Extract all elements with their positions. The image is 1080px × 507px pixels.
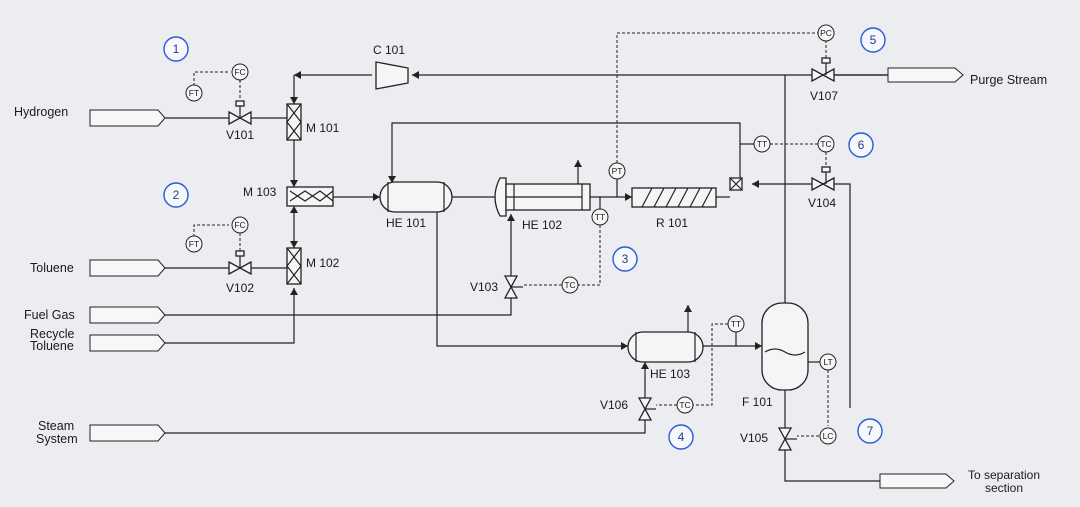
ft-tag-1: FT [189, 88, 199, 98]
valve-v103 [503, 275, 523, 299]
v106-label: V106 [600, 398, 628, 412]
lc-tag: LC [823, 431, 834, 441]
labels: Hydrogen Toluene Fuel Gas Recycle Toluen… [14, 43, 1047, 495]
purge-stream-box [887, 67, 964, 83]
mixer-m101 [286, 103, 302, 141]
flow-controller-2 [231, 216, 249, 234]
toluene-stream-box [89, 259, 166, 277]
tt-tag-4: TT [731, 319, 741, 329]
reactor-r101 [631, 187, 717, 208]
fuel-gas-stream-box [89, 306, 166, 324]
loop-number-7: 7 [867, 424, 874, 438]
flow-transmitter-2 [185, 235, 203, 253]
v105-label: V105 [740, 431, 768, 445]
tt-tag-3: TT [595, 212, 605, 222]
loop-marker-1 [163, 36, 189, 62]
reactor-label: R 101 [656, 216, 688, 230]
loop-marker-7 [857, 418, 883, 444]
fuel-gas-label: Fuel Gas [24, 308, 75, 322]
recycle-label: Recycle [30, 327, 75, 341]
pressure-controller [817, 24, 835, 42]
stream-boxes [89, 67, 964, 489]
v107-label: V107 [810, 89, 838, 103]
lt-tag: LT [823, 357, 832, 367]
mixer-m102-label: M 102 [306, 256, 340, 270]
compressor-c101 [375, 61, 409, 90]
tt-tag-6: TT [757, 139, 767, 149]
heat-exchanger-he101 [379, 181, 453, 213]
tc-tag-6: TC [820, 139, 831, 149]
steam-label: Steam [38, 419, 74, 433]
purge-stream-label: Purge Stream [970, 73, 1047, 87]
v102-label: V102 [226, 281, 254, 295]
loop-number-5: 5 [870, 33, 877, 47]
temperature-controller-6 [817, 135, 835, 153]
valve-v104 [811, 166, 835, 192]
compressor-label: C 101 [373, 43, 405, 57]
mixer-m103-label: M 103 [243, 185, 277, 199]
fc-tag-2: FC [234, 220, 245, 230]
separation-stream-box [879, 473, 955, 489]
ft-tag-2: FT [189, 239, 199, 249]
separation-label: To separation [968, 468, 1040, 482]
process-lines [165, 74, 888, 482]
loop-marker-6 [848, 132, 874, 158]
flow-controller-1 [231, 63, 249, 81]
recycle-toluene-stream-box [89, 334, 166, 352]
flow-arrows [290, 71, 762, 369]
loop-number-2: 2 [173, 188, 180, 202]
he102-label: HE 102 [522, 218, 562, 232]
loop-marker-4 [668, 424, 694, 450]
instruments: FT FC FT FC PT PC TT TC TT TC TT TC LT L… [185, 24, 837, 445]
pt-tag: PT [612, 166, 623, 176]
mixer-m101-label: M 101 [306, 121, 340, 135]
flash-drum-f101 [761, 302, 809, 391]
loop-number-1: 1 [173, 42, 180, 56]
loop-marker-5 [860, 27, 886, 53]
steam-system-stream-box [89, 424, 166, 442]
separation-section-label: section [985, 481, 1023, 495]
valve-v102 [228, 250, 252, 276]
valve-v106 [637, 397, 656, 421]
he103-label: HE 103 [650, 367, 690, 381]
valve-v105 [777, 427, 797, 451]
loop-marker-2 [163, 182, 189, 208]
heat-exchanger-he103 [627, 331, 704, 363]
pc-tag: PC [820, 28, 832, 38]
toluene-label: Toluene [30, 261, 74, 275]
loop-number-4: 4 [678, 430, 685, 444]
recycle-toluene-label: Toluene [30, 339, 74, 353]
loop-marker-3 [612, 246, 638, 272]
v101-label: V101 [226, 128, 254, 142]
mixer-m102 [286, 247, 302, 285]
level-controller [819, 427, 837, 445]
hydrogen-label: Hydrogen [14, 105, 68, 119]
flash-label: F 101 [742, 395, 773, 409]
system-label: System [36, 432, 78, 446]
loop-number-6: 6 [858, 138, 865, 152]
flow-transmitter-1 [185, 84, 203, 102]
tc-tag-3: TC [564, 280, 575, 290]
valve-v107 [811, 57, 835, 83]
he101-label: HE 101 [386, 216, 426, 230]
temperature-controller-3 [561, 276, 579, 294]
v103-label: V103 [470, 280, 498, 294]
control-loop-markers: 1 2 3 4 5 6 7 [163, 27, 886, 450]
signal-lines [193, 32, 829, 437]
v104-label: V104 [808, 196, 836, 210]
fc-tag-1: FC [234, 67, 245, 77]
valve-v101 [228, 100, 252, 126]
temperature-controller-4 [676, 396, 694, 414]
hydrogen-stream-box [89, 109, 166, 127]
tc-tag-4: TC [679, 400, 690, 410]
heat-exchanger-he102 [494, 177, 591, 217]
loop-number-3: 3 [622, 252, 629, 266]
